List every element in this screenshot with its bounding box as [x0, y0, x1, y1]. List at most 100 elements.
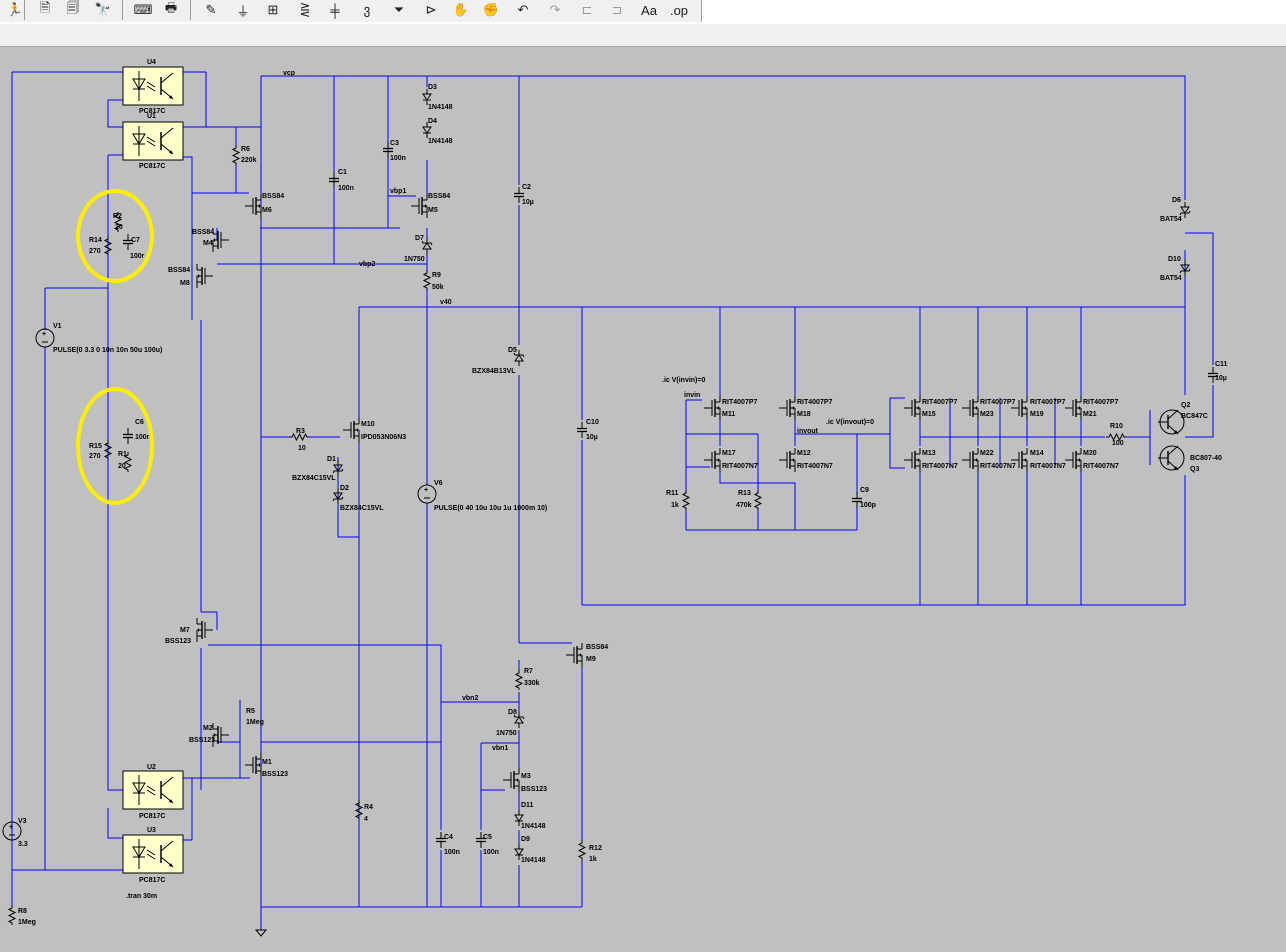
- component-ref: R7: [524, 668, 533, 675]
- component-value: 1Meg: [18, 919, 36, 926]
- component-ref: M8: [180, 280, 190, 287]
- component-ref: M18: [797, 411, 811, 418]
- drag-icon[interactable]: ✊: [482, 2, 500, 17]
- net-label: vbp1: [390, 188, 406, 195]
- component-value: BAT54: [1160, 275, 1182, 282]
- component-value: 1N750: [496, 730, 517, 737]
- mirror-icon[interactable]: ⊐: [611, 2, 623, 17]
- component-value: 100n: [338, 185, 354, 192]
- component-value: 100: [1112, 440, 1124, 447]
- net-label: vcp: [283, 70, 295, 77]
- component-value: BSS84: [168, 267, 190, 274]
- rotate-icon[interactable]: ⊏: [581, 2, 593, 17]
- component-ref: M7: [180, 627, 190, 634]
- component-value: 270: [89, 453, 101, 460]
- component-value: 220k: [241, 157, 257, 164]
- spice-directive-icon[interactable]: .op: [669, 2, 689, 18]
- print-setup-icon[interactable]: ⌨: [133, 2, 153, 17]
- component-ref: Q2: [1181, 402, 1190, 409]
- component-ref: M2: [203, 725, 213, 732]
- net-label: v40: [440, 299, 452, 306]
- component-ref: C2: [522, 184, 531, 191]
- move-icon[interactable]: ✋: [452, 2, 470, 17]
- component-value: BSS123: [521, 786, 547, 793]
- label-net-icon[interactable]: ⊞: [267, 2, 279, 17]
- component-value: 100r: [135, 434, 150, 441]
- component-ref: R4: [364, 804, 373, 811]
- component-ref: D9: [521, 836, 530, 843]
- component-ref: R14: [89, 237, 102, 244]
- component-ref: M1: [262, 759, 272, 766]
- component-ref: M22: [980, 450, 994, 457]
- wires: [11, 71, 1214, 930]
- component-value: 270: [89, 248, 101, 255]
- component-ref: D2: [340, 485, 349, 492]
- component-value: IPD053N06N3: [361, 434, 406, 441]
- component-ref: M9: [586, 656, 596, 663]
- component-ref: V6: [434, 480, 443, 487]
- component-value: 10µ: [1215, 375, 1227, 382]
- schematic-canvas[interactable]: +: [0, 46, 1286, 952]
- component-ref: R13: [738, 490, 751, 497]
- net-label: invout: [797, 428, 819, 435]
- component-ref: D5: [508, 347, 517, 354]
- component-value: 100p: [860, 502, 876, 509]
- component-ref: M21: [1083, 411, 1097, 418]
- component-ref: M15: [922, 411, 936, 418]
- component-value: RIT4007P7: [722, 399, 758, 406]
- component-value: RIT4007N7: [1030, 463, 1066, 470]
- component-value: 1N4148: [521, 857, 546, 864]
- redo-icon[interactable]: ↷: [549, 2, 561, 17]
- component-value: 10µ: [586, 434, 598, 441]
- component-value: RIT4007P7: [922, 399, 958, 406]
- toolbar-empty-area: [701, 0, 1286, 22]
- component-ref: M12: [797, 450, 811, 457]
- print-icon[interactable]: 🖶: [164, 0, 178, 15]
- component-value: 4: [364, 816, 368, 823]
- component-value: 1k: [671, 502, 679, 509]
- component-ref: C9: [860, 487, 869, 494]
- wire-icon[interactable]: ✎: [205, 2, 217, 17]
- net-label: invin: [684, 392, 700, 399]
- net-label: vbn1: [492, 745, 508, 752]
- component-value: BZX84C15VL: [292, 475, 336, 482]
- component-value: RIT4007P7: [797, 399, 833, 406]
- diode-icon[interactable]: ⏷: [393, 2, 405, 17]
- component-icon[interactable]: ⊳: [425, 2, 437, 17]
- tab-strip: [0, 24, 1286, 47]
- component-ref: C6: [135, 419, 144, 426]
- component-value: BSS123: [165, 638, 191, 645]
- component-ref: C1: [338, 169, 347, 176]
- resistor-icon[interactable]: ⋛: [299, 2, 311, 17]
- component-value: BZX84B13VL: [472, 368, 516, 375]
- component-ref: C5: [483, 834, 492, 841]
- component-ref: R1: [118, 451, 127, 458]
- ground-icon[interactable]: ⏚: [236, 3, 250, 19]
- component-value: 1k: [589, 856, 597, 863]
- component-ref: R2: [113, 213, 122, 220]
- component-value: PC817C: [139, 877, 165, 884]
- net-label: vbn2: [462, 695, 478, 702]
- new-schematic-icon[interactable]: 🗎: [39, 0, 51, 15]
- component-ref: R15: [89, 443, 102, 450]
- component-value: PC817C: [139, 813, 165, 820]
- component-ref: M10: [361, 421, 375, 428]
- component-ref: V3: [18, 818, 27, 825]
- component-ref: U4: [147, 59, 156, 66]
- component-value: PULSE(0 40 10u 10u 1u 1000m 10): [434, 505, 547, 512]
- new-symbol-icon[interactable]: 🗐: [66, 0, 80, 15]
- component-ref: D11: [521, 802, 534, 809]
- component-ref: D4: [428, 118, 437, 125]
- toolbar-separator: [122, 0, 123, 20]
- component-value: 1N4148: [428, 138, 453, 145]
- component-ref: V1: [53, 323, 62, 330]
- undo-icon[interactable]: ↶: [517, 2, 529, 17]
- component-ref: C4: [444, 834, 453, 841]
- text-icon[interactable]: Aa: [641, 2, 657, 18]
- run-icon[interactable]: 🏃: [6, 2, 24, 17]
- capacitor-icon[interactable]: ╪: [330, 2, 340, 18]
- component-value: BSS84: [192, 229, 214, 236]
- component-value: 100n: [444, 849, 460, 856]
- find-icon[interactable]: 🔭: [94, 2, 112, 17]
- inductor-icon[interactable]: ვ: [363, 2, 371, 17]
